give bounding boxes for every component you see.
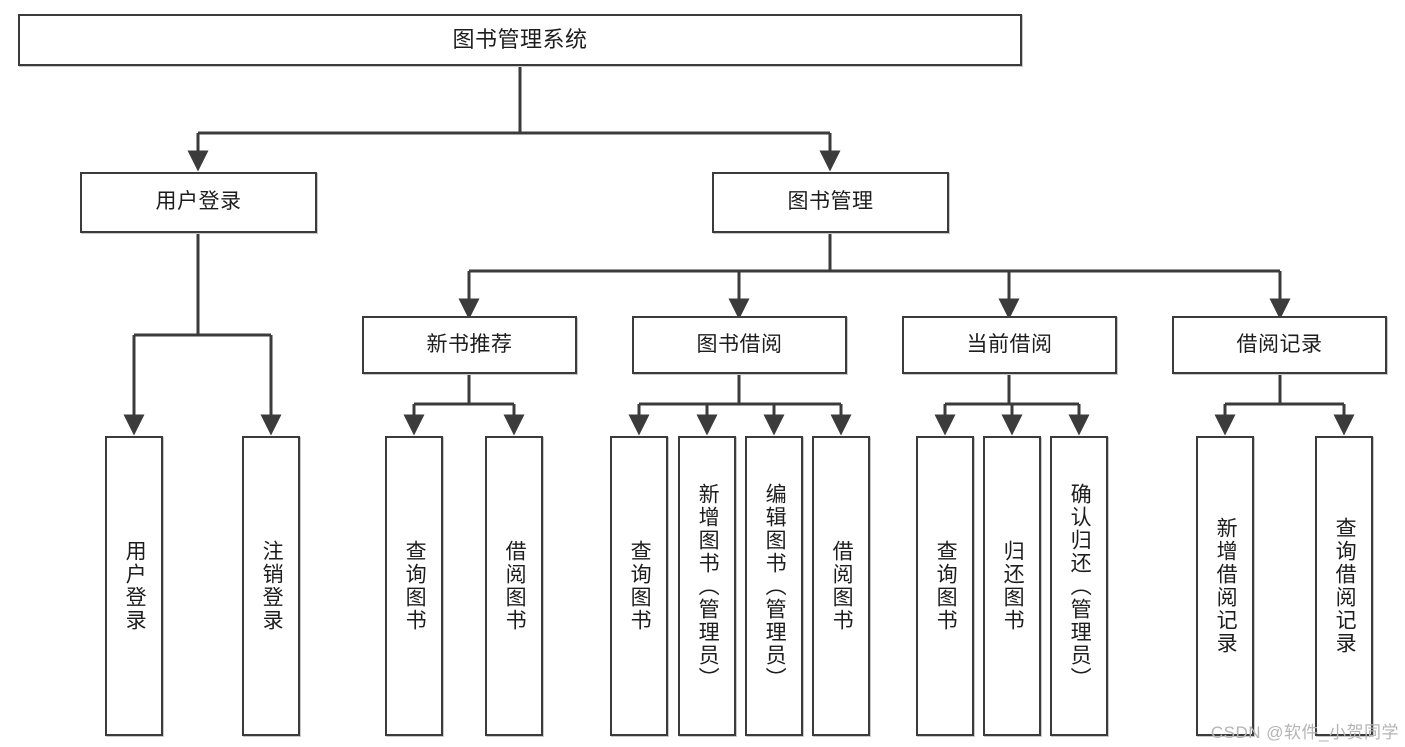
leaf-current-confirm-return-admin[interactable]: 确认归还（管理员）: [1050, 436, 1108, 736]
node-label: 编辑图书（管理员）: [763, 482, 787, 690]
leaf-borrow-borrow-book[interactable]: 借阅图书: [812, 436, 870, 736]
leaf-current-return-book[interactable]: 归还图书: [983, 436, 1041, 736]
csdn-watermark: CSDN @软件_小贺同学: [1210, 723, 1399, 742]
leaf-borrow-edit-book-admin[interactable]: 编辑图书（管理员）: [745, 436, 803, 736]
node-label: 借阅图书: [830, 540, 854, 632]
node-label: 新增借阅记录: [1214, 517, 1238, 655]
node-new-book-recommend[interactable]: 新书推荐: [362, 316, 577, 374]
node-root-book-management-system[interactable]: 图书管理系统: [18, 14, 1022, 66]
node-label: 查询图书: [628, 540, 652, 632]
leaf-record-query-borrow-record[interactable]: 查询借阅记录: [1315, 436, 1373, 736]
node-label: 新增图书（管理员）: [696, 482, 720, 690]
node-book-management[interactable]: 图书管理: [712, 172, 949, 233]
node-label: 借阅记录: [1236, 332, 1323, 356]
node-label: 图书借阅: [696, 332, 783, 356]
node-label: 查询图书: [403, 540, 427, 632]
leaf-user-login-logout[interactable]: 注销登录: [242, 436, 300, 736]
leaf-current-query-book[interactable]: 查询图书: [916, 436, 974, 736]
node-label: 当前借阅: [966, 332, 1053, 356]
node-label: 归还图书: [1001, 540, 1025, 632]
node-label: 新书推荐: [426, 332, 513, 356]
leaf-new-book-borrow-book[interactable]: 借阅图书: [485, 436, 543, 736]
leaf-record-add-borrow-record[interactable]: 新增借阅记录: [1196, 436, 1254, 736]
node-label: 注销登录: [260, 540, 284, 632]
node-user-login[interactable]: 用户登录: [80, 172, 317, 233]
node-label: 查询借阅记录: [1333, 517, 1357, 655]
leaf-user-login-login[interactable]: 用户登录: [105, 436, 163, 736]
leaf-new-book-query-book[interactable]: 查询图书: [385, 436, 443, 736]
node-label: 图书管理: [787, 190, 874, 214]
leaf-borrow-add-book-admin[interactable]: 新增图书（管理员）: [678, 436, 736, 736]
node-current-borrow[interactable]: 当前借阅: [902, 316, 1117, 374]
node-label: 图书管理系统: [452, 27, 588, 53]
node-book-borrow[interactable]: 图书借阅: [632, 316, 847, 374]
node-label: 查询图书: [934, 540, 958, 632]
node-borrow-record[interactable]: 借阅记录: [1172, 316, 1387, 374]
leaf-borrow-query-book[interactable]: 查询图书: [610, 436, 668, 736]
node-label: 借阅图书: [503, 540, 527, 632]
node-label: 用户登录: [123, 540, 147, 632]
node-label: 确认归还（管理员）: [1068, 482, 1092, 690]
node-label: 用户登录: [155, 190, 242, 214]
